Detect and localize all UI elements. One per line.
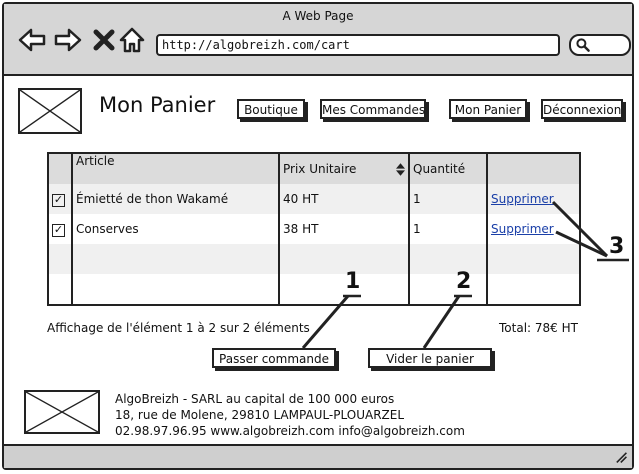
browser-statusbar (4, 444, 632, 468)
table-row: ✓ Émietté de thon Wakamé 40 HT 1 Supprim… (47, 184, 580, 214)
empty-table-row (47, 244, 580, 274)
table-row: ✓ Conserves 38 HT 1 Supprimer (47, 214, 580, 244)
cell-article: Émietté de thon Wakamé (71, 184, 279, 214)
column-header-price[interactable]: Prix Unitaire (278, 153, 409, 184)
cart-total: Total: 78€ HT (499, 321, 578, 335)
column-header-quantity[interactable]: Quantité (408, 153, 487, 184)
page-content: Mon Panier Boutique Mes Commandes Mon Pa… (4, 76, 632, 448)
empty-table-row (47, 274, 580, 305)
search-icon (576, 38, 590, 52)
url-input[interactable]: http://algobreizh.com/cart (156, 34, 560, 56)
footer-company: AlgoBreizh - SARL au capital de 100 000 … (115, 392, 395, 406)
nav-boutique-button[interactable]: Boutique (237, 99, 305, 119)
callout-2: 2 (456, 269, 472, 294)
footer-logo-placeholder-image (24, 390, 100, 434)
place-order-button[interactable]: Passer commande (212, 348, 336, 368)
home-icon[interactable] (118, 26, 146, 54)
cell-quantity: 1 (408, 184, 487, 214)
forward-arrow-icon[interactable] (54, 26, 82, 54)
nav-deconnexion-button[interactable]: Déconnexion (541, 99, 623, 119)
logo-placeholder-image (18, 88, 82, 134)
select-column-header (47, 153, 72, 184)
cart-table: Article Prix Unitaire Quantité ✓ Émietté… (47, 152, 581, 306)
callout-3: 3 (609, 234, 625, 259)
sort-icon[interactable] (396, 163, 405, 176)
action-column-header (486, 153, 580, 184)
page-title: Mon Panier (99, 93, 216, 117)
footer-contact: 02.98.97.96.95 www.algobreizh.com info@a… (115, 424, 465, 438)
nav-mes-commandes-button[interactable]: Mes Commandes (320, 99, 426, 119)
cell-quantity: 1 (408, 214, 487, 244)
browser-search-input[interactable] (569, 34, 631, 56)
browser-window: A Web Page http://algobreizh.com/cart Mo (2, 2, 634, 470)
resize-grip-icon[interactable] (612, 448, 628, 464)
pagination-info: Affichage de l'élément 1 à 2 sur 2 éléme… (47, 321, 310, 335)
footer-address: 18, rue de Molene, 29810 LAMPAUL-PLOUARZ… (115, 408, 405, 422)
column-header-article[interactable]: Article (71, 153, 279, 184)
column-header-price-label: Prix Unitaire (283, 162, 357, 176)
back-arrow-icon[interactable] (18, 26, 46, 54)
table-header-row: Article Prix Unitaire Quantité (47, 153, 580, 184)
row-checkbox[interactable]: ✓ (52, 192, 65, 207)
empty-cart-button[interactable]: Vider le panier (368, 348, 492, 368)
cell-price: 38 HT (278, 214, 409, 244)
delete-link[interactable]: Supprimer (491, 192, 554, 206)
cell-article: Conserves (71, 214, 279, 244)
nav-mon-panier-button[interactable]: Mon Panier (449, 99, 527, 119)
browser-titlebar: A Web Page http://algobreizh.com/cart (4, 4, 632, 76)
callout-1: 1 (345, 269, 361, 294)
window-title: A Web Page (282, 9, 354, 23)
row-checkbox[interactable]: ✓ (52, 222, 65, 237)
delete-link[interactable]: Supprimer (491, 222, 554, 236)
cell-price: 40 HT (278, 184, 409, 214)
close-icon[interactable] (90, 26, 118, 54)
